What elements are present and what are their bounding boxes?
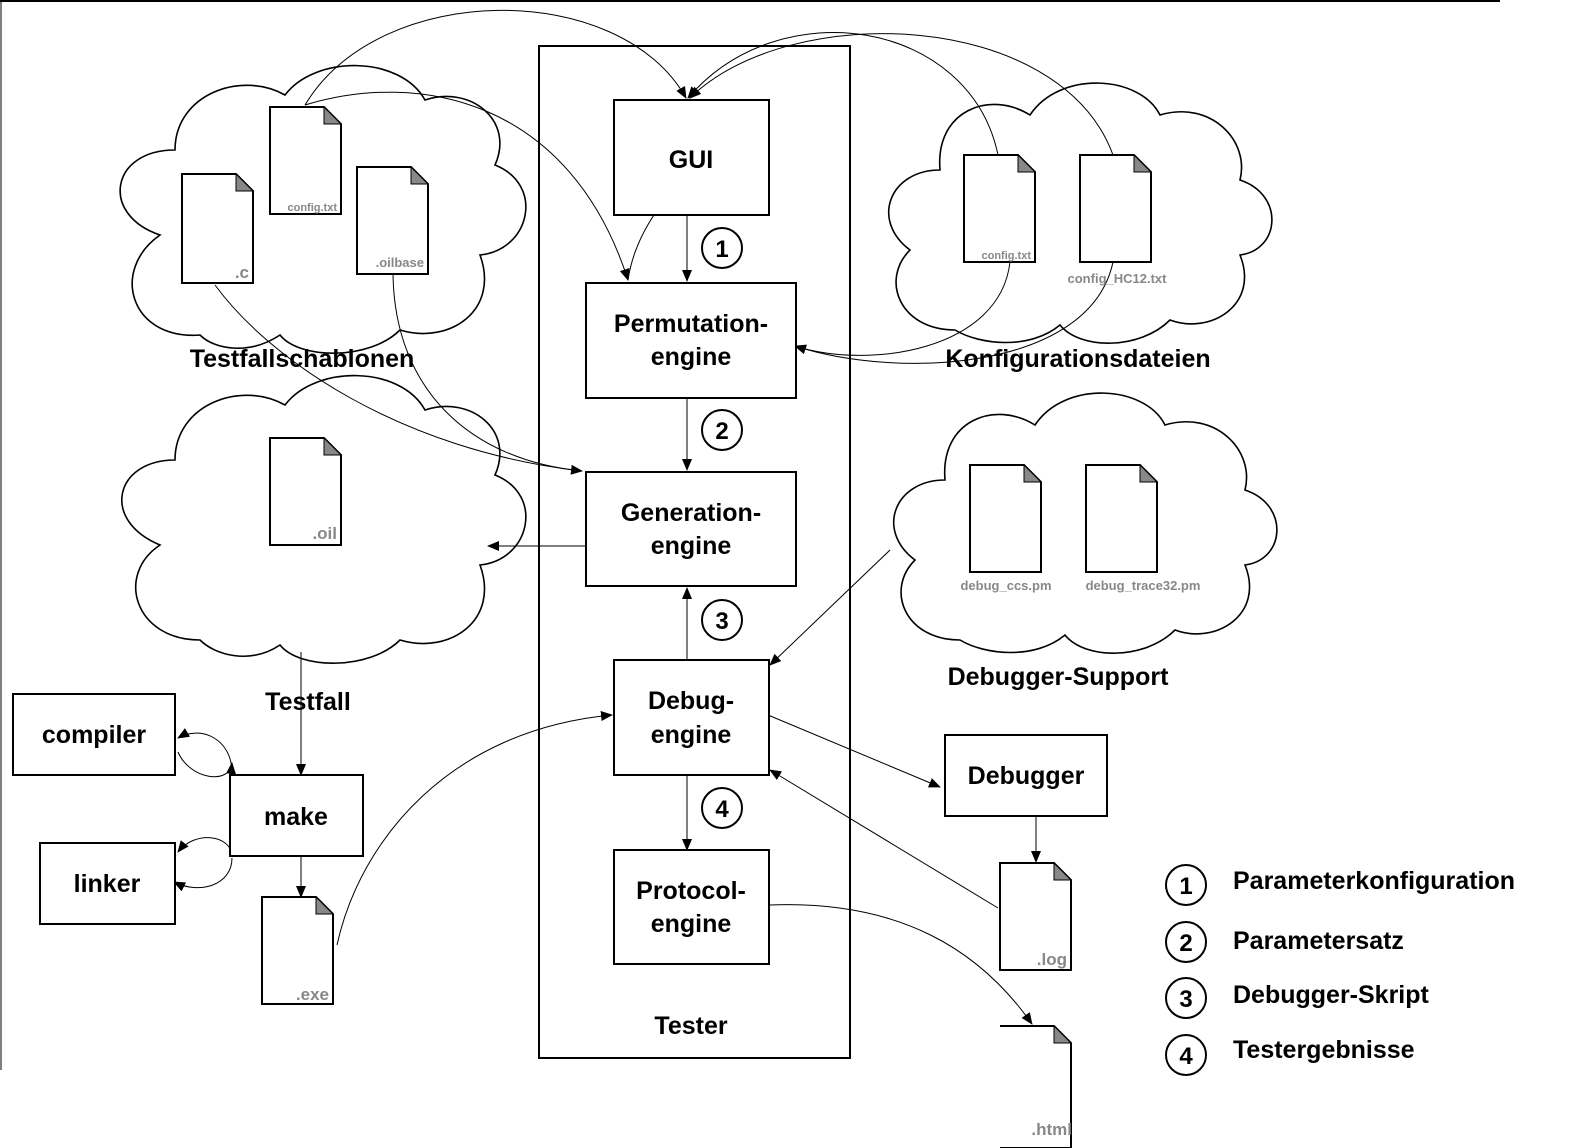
file-debug-trace32-label: debug_trace32.pm (1086, 578, 1201, 593)
legend-1-circle (1165, 864, 1207, 906)
legend: 1 Parameterkonfiguration 2 Parametersatz… (1165, 864, 1515, 1076)
debug-label-2: engine (651, 721, 732, 749)
arc-exe-debug (336, 711, 613, 946)
permutation-label-1: Permutation- (614, 310, 768, 338)
file-debug-ccs-label: debug_ccs.pm (960, 578, 1051, 593)
file-c-label: .c (235, 263, 249, 282)
arc-linker-make (177, 837, 233, 856)
arc-protocol-html (769, 904, 1033, 1025)
cloud-debugger-support-label: Debugger-Support (948, 663, 1169, 691)
legend-4-text: Testergebnisse (1233, 1036, 1415, 1064)
arc-make-linker (173, 857, 233, 892)
protocol-engine-box (613, 849, 770, 965)
compiler-box (12, 693, 176, 776)
debug-engine-box (613, 659, 770, 776)
linker-box (39, 842, 176, 925)
file-html-label: .html (1031, 1120, 1072, 1139)
step-1-number: 1 (715, 236, 728, 263)
legend-3-text: Debugger-Skript (1233, 981, 1430, 1009)
legend-3-number: 3 (1179, 986, 1192, 1013)
protocol-label-2: engine (651, 910, 732, 938)
generation-label-2: engine (651, 532, 732, 560)
arrow-log-debug (769, 769, 999, 909)
generation-label-1: Generation- (621, 499, 761, 527)
legend-2-number: 2 (1179, 930, 1192, 957)
file-oilbase-icon (356, 166, 429, 275)
arc-hc12-permutation (794, 261, 1114, 364)
file-config-konf-label: config.txt (982, 250, 1032, 262)
step-1-circle (701, 227, 743, 269)
debugger-box (944, 734, 1108, 817)
step-2-circle (701, 409, 743, 451)
make-label: make (264, 803, 328, 831)
file-oilbase-label: .oilbase (376, 255, 424, 270)
protocol-label-1: Protocol- (636, 877, 746, 905)
step-2-number: 2 (715, 418, 728, 445)
file-config-template-icon (269, 106, 342, 215)
arc-templatecfg-gui (304, 9, 687, 106)
file-debug-ccs-icon (969, 464, 1042, 573)
permutation-engine-box (585, 282, 797, 399)
file-oil-icon (269, 437, 342, 546)
arc-c-generation (214, 284, 583, 475)
step-3-number: 3 (715, 608, 728, 635)
step-4-circle (701, 787, 743, 829)
debug-label-1: Debug- (648, 687, 734, 715)
legend-2-circle (1165, 921, 1207, 963)
legend-1-text: Parameterkonfiguration (1233, 867, 1515, 895)
file-config-hc12-icon (1079, 154, 1152, 263)
file-oil-label: .oil (312, 524, 337, 543)
permutation-label-2: engine (651, 343, 732, 371)
generation-engine-box (585, 471, 797, 587)
file-config-konf-icon (963, 154, 1036, 263)
debugger-label: Debugger (968, 762, 1085, 790)
arc-make-compiler (177, 728, 233, 774)
arrow-debug-debugger (767, 714, 941, 788)
legend-3-circle (1165, 977, 1207, 1019)
tester-label: Tester (654, 1012, 727, 1040)
file-exe-icon (261, 896, 334, 1005)
step-3-circle (701, 599, 743, 641)
arc-konfcfg-gui (687, 31, 999, 156)
file-config-hc12-label: config_HC12.txt (1068, 271, 1168, 286)
file-log-icon (999, 862, 1072, 971)
gui-box (613, 99, 770, 216)
file-exe-label: .exe (296, 985, 329, 1004)
cloud-configs-label: Konfigurationsdateien (945, 345, 1210, 373)
legend-4-number: 4 (1179, 1043, 1193, 1070)
make-box (229, 774, 364, 857)
cloud-templates-label: Testfallschablonen (190, 345, 415, 373)
cloud-testcase-label: Testfall (265, 688, 351, 716)
linker-label: linker (74, 870, 141, 898)
arc-compiler-make (177, 751, 236, 778)
file-config-template-label: config.txt (288, 202, 338, 214)
arc-konfcfg-permutation (794, 261, 1011, 356)
file-c-icon (181, 173, 254, 284)
step-4-number: 4 (715, 796, 729, 823)
arrow-support-debug (769, 549, 891, 666)
file-log-label: .log (1037, 950, 1067, 969)
legend-1-number: 1 (1179, 873, 1192, 900)
compiler-label: compiler (42, 721, 146, 749)
legend-2-text: Parametersatz (1233, 927, 1404, 955)
arc-templatecfg-permutation (304, 91, 630, 281)
arc-oilbase-generation (392, 274, 583, 472)
legend-4-circle (1165, 1034, 1207, 1076)
gui-label: GUI (669, 146, 713, 174)
arc-hc12-gui (689, 33, 1114, 156)
file-debug-trace32-icon (1085, 464, 1158, 573)
